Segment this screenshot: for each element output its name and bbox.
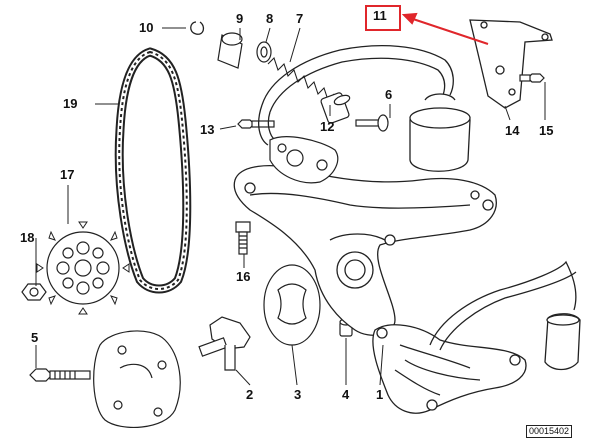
pump-housing	[233, 165, 497, 336]
seal-ring	[256, 41, 272, 63]
callout-18: 18	[20, 230, 35, 245]
callout-6: 6	[385, 87, 393, 102]
bolt-15	[519, 73, 545, 83]
timing-chain	[114, 47, 192, 294]
callout-4: 4	[342, 387, 350, 402]
bolt-13	[237, 119, 275, 129]
valve-housing	[409, 93, 471, 172]
sprocket	[36, 221, 130, 315]
cover-plate	[93, 330, 181, 429]
callout-12: 12	[320, 119, 335, 134]
callout-13: 13	[200, 122, 215, 137]
nut	[21, 283, 47, 301]
callout-2: 2	[246, 387, 254, 402]
lower-pump-body	[372, 324, 527, 414]
callout-1: 1	[376, 387, 384, 402]
relief-spring	[267, 56, 335, 102]
callout-7: 7	[296, 11, 304, 26]
highlight-arrow	[401, 12, 489, 45]
bolt-5	[29, 368, 91, 382]
leader-lines	[35, 27, 546, 386]
callout-15: 15	[539, 123, 554, 138]
callout-11: 11	[373, 8, 387, 23]
bolt-16	[235, 221, 251, 255]
relief-piston	[320, 92, 351, 124]
callout-8: 8	[266, 11, 274, 26]
suction-pipe	[429, 260, 581, 371]
callout-19: 19	[63, 96, 78, 111]
circlip	[190, 21, 205, 35]
callout-10: 10	[139, 20, 154, 35]
callout-16: 16	[236, 269, 251, 284]
callout-3: 3	[294, 387, 302, 402]
pump-rotor	[263, 264, 321, 346]
mounting-bracket	[469, 19, 553, 109]
highlight-box	[365, 5, 401, 31]
pipe-flange	[269, 136, 339, 184]
callout-5: 5	[31, 330, 39, 345]
callout-9: 9	[236, 11, 244, 26]
pin	[355, 114, 389, 132]
drive-shaft	[198, 316, 251, 371]
reference-number: 00015402	[526, 425, 573, 438]
callout-14: 14	[505, 123, 520, 138]
callout-17: 17	[60, 167, 75, 182]
plug	[217, 32, 243, 69]
